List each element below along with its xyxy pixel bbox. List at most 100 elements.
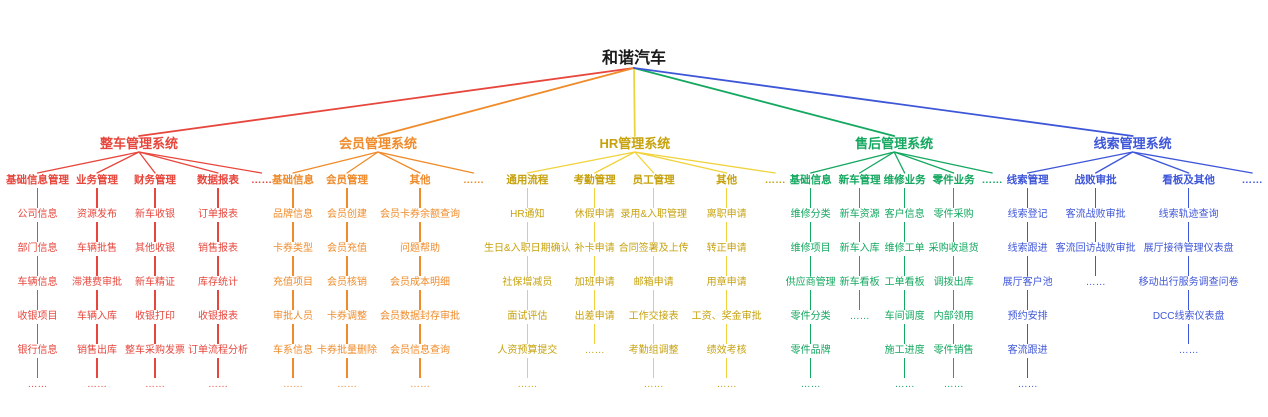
connector-vertical	[346, 256, 348, 276]
connector-vertical	[217, 290, 219, 310]
connector-vertical	[858, 188, 861, 208]
node-item: 品牌信息	[273, 209, 313, 220]
connector-vertical	[96, 188, 98, 208]
node-item: 审批人员	[273, 311, 313, 322]
connector-vertical	[526, 256, 529, 276]
branch-title: HR管理系统	[599, 136, 671, 151]
connector-vertical	[952, 256, 955, 276]
connector-vertical	[419, 290, 421, 310]
root-node: 和谐汽车	[601, 50, 667, 67]
column-header: ……	[981, 174, 1003, 186]
node-item: 考勤组调整	[628, 345, 679, 356]
node-item: 人资预算提交	[497, 345, 558, 356]
node-item: 工单看板	[884, 277, 925, 288]
node-item: 销售报表	[198, 243, 238, 254]
column-header: 员工管理	[632, 174, 675, 186]
column-header: ……	[764, 174, 786, 186]
connector-vertical	[593, 222, 596, 242]
node-item: 线索轨迹查询	[1158, 209, 1219, 220]
connector-vertical	[725, 358, 728, 378]
connector-vertical	[725, 290, 728, 310]
node-item: 加班申请	[574, 277, 615, 288]
node-item: ……	[283, 379, 303, 390]
column-4-1: 战败审批客流战败审批客流回访战败审批……	[1056, 173, 1136, 290]
column-header: 基础信息	[789, 174, 832, 186]
node-item: 公司信息	[17, 209, 58, 220]
connector-vertical	[36, 256, 39, 276]
node-item: 维修分类	[790, 209, 831, 220]
node-item: 邮箱申请	[633, 277, 674, 288]
connector-vertical	[652, 222, 655, 242]
node-item: 会员核销	[327, 277, 367, 288]
node-item: ……	[716, 379, 737, 390]
connector-vertical	[809, 324, 812, 344]
connector-vertical	[903, 256, 906, 276]
node-item: 收银报表	[198, 311, 238, 322]
node-item: 订单流程分析	[188, 345, 248, 356]
branch-title: 售后管理系统	[855, 136, 934, 151]
node-item: 客流回访战败审批	[1055, 243, 1136, 254]
node-item: 休假申请	[574, 209, 615, 220]
column-1-0: 基础信息品牌信息卡券类型充值项目审批人员车系信息……	[272, 173, 314, 392]
node-item: 会员充值	[327, 243, 367, 254]
node-item: 新车入库	[839, 243, 880, 254]
connector-vertical	[903, 188, 906, 208]
connector-vertical	[652, 256, 655, 276]
branch-title: 线索管理系统	[1093, 136, 1172, 151]
connector-vertical	[593, 324, 596, 344]
column-header: ……	[251, 174, 272, 186]
connector-vertical	[217, 324, 219, 344]
connector-vertical	[652, 188, 655, 208]
node-item: DCC线索仪表盘	[1152, 311, 1225, 322]
column-header: 通用流程	[506, 174, 549, 186]
node-item: 生日&入职日期确认	[484, 243, 571, 254]
column-header: ……	[1241, 174, 1263, 186]
node-item: ……	[849, 311, 870, 322]
column-0-3: 数据报表订单报表销售报表库存统计收银报表订单流程分析……	[188, 173, 248, 392]
column-header: 线索管理	[1006, 174, 1049, 186]
column-2-2: 员工管理录用&入职管理合同签署及上传邮箱申请工作交接表考勤组调整……	[619, 173, 689, 392]
connector-vertical	[346, 324, 348, 344]
node-item: 零件采购	[933, 209, 974, 220]
node-item: 库存统计	[198, 277, 238, 288]
connector-vertical	[952, 222, 955, 242]
column-4-3: ……	[1242, 173, 1263, 188]
connector-vertical	[809, 222, 812, 242]
column-header: 基础信息	[272, 174, 314, 186]
connector-vertical	[292, 358, 294, 378]
connector-vertical	[1187, 188, 1190, 208]
column-header: 零件业务	[932, 174, 975, 186]
branches-row: 整车管理系统基础信息管理公司信息部门信息车辆信息收银项目银行信息……业务管理资源…	[6, 136, 1263, 392]
node-item: 车辆入库	[77, 311, 117, 322]
column-4-0: 线索管理线索登记线索跟进展厅客户池预约安排客流跟进……	[1003, 173, 1053, 392]
node-item: 新车看板	[839, 277, 880, 288]
column-header: 业务管理	[76, 174, 118, 186]
connector-vertical	[36, 290, 39, 310]
node-item: 用章申请	[706, 277, 747, 288]
connector-vertical	[526, 290, 529, 310]
node-item: 卡券调整	[327, 311, 367, 322]
node-item: 新车精证	[135, 277, 175, 288]
node-item: 供应商管理	[785, 277, 836, 288]
branch-0: 整车管理系统基础信息管理公司信息部门信息车辆信息收银项目银行信息……业务管理资源…	[6, 136, 272, 392]
node-item: ……	[800, 379, 821, 390]
connector-vertical	[96, 358, 98, 378]
node-item: 移动出行服务调查问卷	[1138, 277, 1239, 288]
column-0-2: 财务管理新车收银其他收银新车精证收银打印整车采购发票……	[125, 173, 185, 392]
connector-vertical	[419, 358, 421, 378]
branch-4: 线索管理系统线索管理线索登记线索跟进展厅客户池预约安排客流跟进……战败审批客流战…	[1003, 136, 1263, 392]
connector-vertical	[154, 188, 156, 208]
node-item: 车系信息	[273, 345, 313, 356]
connector-vertical	[593, 188, 596, 208]
node-item: 销售出库	[77, 345, 117, 356]
connector-vertical	[96, 324, 98, 344]
connector-vertical	[346, 188, 348, 208]
connector-vertical	[292, 188, 294, 208]
connector-vertical	[154, 324, 156, 344]
node-item: 收银项目	[17, 311, 58, 322]
node-item: 卡券类型	[273, 243, 313, 254]
connector-vertical	[809, 188, 812, 208]
node-item: 客户信息	[884, 209, 925, 220]
